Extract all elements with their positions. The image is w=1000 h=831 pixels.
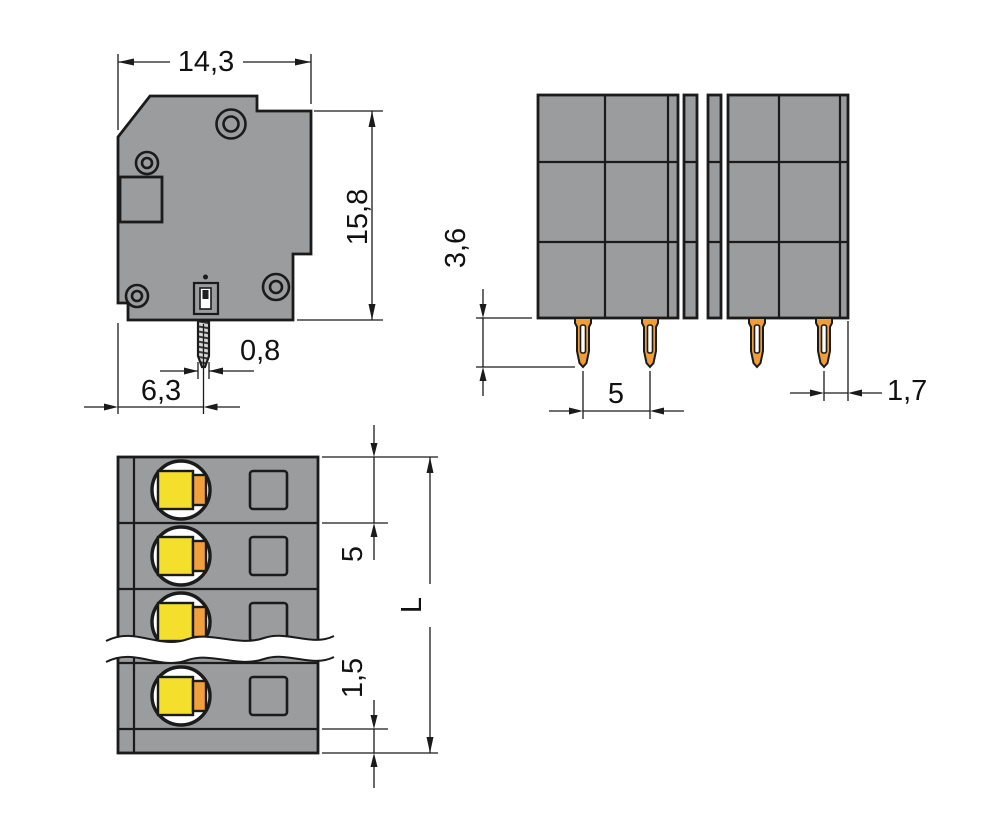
- dim-label-pin-length: 3,6: [440, 228, 472, 268]
- dimension-lines: [297, 110, 383, 321]
- clamp-spring-orange: [191, 473, 208, 507]
- solder-pin-front: [641, 317, 659, 369]
- dimension-lines: [790, 321, 882, 401]
- dim-pin-width: 0,8: [160, 335, 280, 379]
- dim-label-bottom-offset: 1,5: [337, 658, 369, 698]
- dim-top-pitch: 5: [322, 425, 388, 562]
- mounting-hole-top: [215, 108, 247, 140]
- mounting-hole-bottom-right: [261, 272, 291, 302]
- terminal-pole: [150, 665, 289, 727]
- dim-total-length: L: [322, 456, 438, 754]
- terminal-pole: [150, 459, 289, 521]
- clamp-spring-yellow: [156, 675, 195, 717]
- dim-end-offset: 1,7: [790, 321, 927, 407]
- break-sliver-left: [682, 93, 699, 320]
- dim-label-top-pitch: 5: [337, 546, 369, 562]
- clamp-spring-yellow: [156, 601, 195, 643]
- dim-label-pin-width: 0,8: [240, 335, 280, 367]
- dim-front-pitch: 5: [549, 371, 684, 419]
- top-view: 5 1,5 L: [105, 425, 438, 788]
- side-view: 14,3 15,8 0,8: [84, 46, 383, 414]
- solder-pin-front: [574, 317, 592, 369]
- clamp-detail: [192, 274, 220, 316]
- clamp-spring-yellow: [156, 535, 195, 577]
- dim-bottom-offset: 1,5: [322, 658, 388, 788]
- housing-block-right: [726, 93, 850, 320]
- clamp-spring-orange: [191, 539, 208, 573]
- front-view: 3,6 5 1,7: [440, 93, 927, 419]
- clamp-spring-orange: [191, 605, 208, 639]
- actuation-slot: [248, 535, 289, 577]
- break-line: [105, 634, 335, 664]
- dimension-lines: [322, 456, 438, 754]
- dimension-lines: [549, 371, 684, 419]
- dim-side-width: 14,3: [117, 46, 312, 130]
- pole-divider-lines: [118, 457, 318, 753]
- dim-label-front-pitch: 5: [608, 378, 624, 410]
- dimension-lines: [160, 362, 254, 379]
- mounting-foot: [118, 175, 164, 224]
- dim-side-height: 15,8: [297, 110, 383, 321]
- dim-pin-length: 3,6: [440, 228, 575, 396]
- block-right-lines: [728, 95, 848, 318]
- dimension-lines: [476, 289, 575, 396]
- dim-label-total-length: L: [396, 597, 428, 613]
- block-left-lines: [538, 95, 678, 318]
- actuation-slot: [248, 469, 289, 511]
- solder-pin-front: [748, 317, 766, 369]
- dim-label-side-height: 15,8: [342, 189, 374, 245]
- dimension-lines: [322, 425, 388, 560]
- housing-block-left: [536, 93, 680, 320]
- solder-pin-front: [815, 317, 833, 369]
- terminal-pole: [150, 591, 289, 653]
- clamp-spring-yellow: [156, 469, 195, 511]
- break-sliver-right: [706, 93, 723, 320]
- dim-label-end-offset: 1,7: [887, 375, 927, 407]
- terminal-pole: [150, 525, 289, 587]
- dim-label-side-width: 14,3: [178, 46, 234, 78]
- dimension-lines: [117, 54, 312, 130]
- mounting-hole-bottom-left: [124, 283, 150, 309]
- mounting-hole-left: [134, 150, 160, 176]
- center-dot: [203, 274, 208, 280]
- dim-pin-offset: 6,3: [84, 323, 240, 414]
- dimension-lines: [84, 323, 240, 414]
- housing-outline: [116, 94, 313, 322]
- clamp-spring-orange: [191, 679, 208, 713]
- dimension-lines: [322, 700, 388, 788]
- actuation-slot: [248, 675, 289, 717]
- dim-label-pin-offset: 6,3: [141, 375, 181, 407]
